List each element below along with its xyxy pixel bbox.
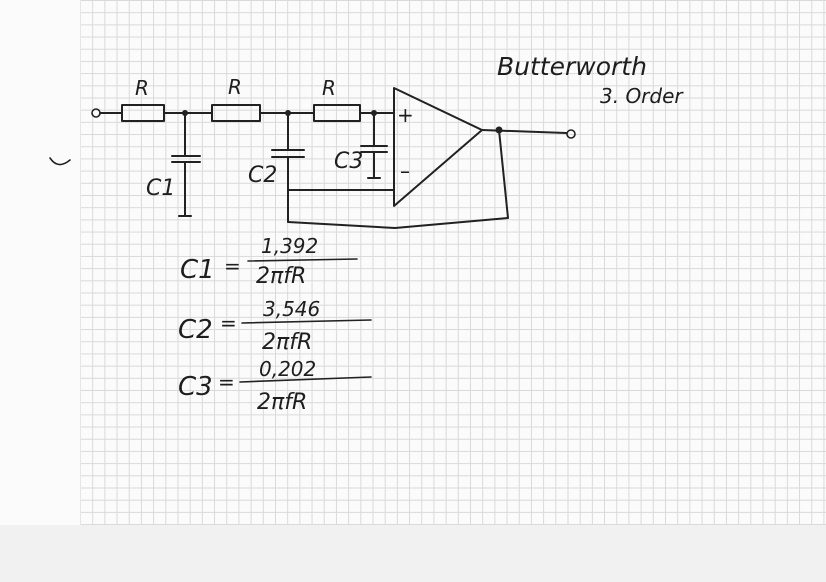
opamp-plus: + [397,103,414,127]
title-line-1: Butterworth [497,52,647,81]
title-line-2: 3. Order [600,84,684,108]
capacitor-c2-label: C2 [248,163,277,188]
equation-3-equals: = [218,370,235,394]
opamp-minus: – [400,159,410,183]
page-margin [0,0,81,525]
resistor-r3 [313,104,361,122]
equation-3-denominator: 2πfR [257,390,307,415]
equation-1-equals: = [224,254,241,278]
feedback-wire [287,129,509,229]
opamp [393,87,483,207]
equation-2-numerator: 3,546 [263,297,320,321]
equation-1-numerator: 1,392 [261,234,318,258]
capacitor-c1-label: C1 [146,176,175,201]
equation-1-lhs: C1 [180,255,215,285]
equation-1-fraction-bar [247,258,358,262]
resistor-r2-label: R [228,75,242,99]
input-terminal [91,108,101,118]
resistor-r2 [211,104,261,122]
capacitor-c3-label: C3 [334,149,363,174]
resistor-r3-label: R [322,76,336,100]
punch-hole-mark [49,157,71,166]
grid-paper [0,0,826,525]
equation-3-lhs: C3 [178,372,213,402]
equation-2-fraction-bar [241,319,372,324]
equation-1-denominator: 2πfR [256,264,306,289]
resistor-r1 [121,104,165,122]
equation-2-equals: = [220,311,237,335]
equation-2-lhs: C2 [178,315,213,345]
wire [481,129,567,134]
output-terminal [566,129,576,139]
equation-3-numerator: 0,202 [259,357,316,381]
equation-2-denominator: 2πfR [262,330,312,355]
resistor-r1-label: R [135,76,149,100]
scan-border [0,525,826,582]
equation-3-fraction-bar [239,376,372,383]
